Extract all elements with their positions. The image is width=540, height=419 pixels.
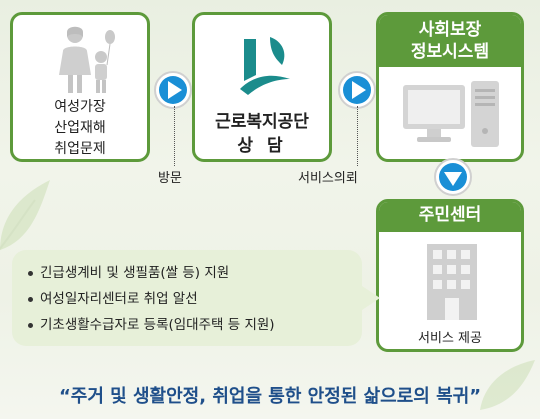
visit-label: 방문 — [158, 171, 182, 186]
social-system-title-line: 정보시스템 — [410, 42, 490, 62]
kcomwel-logo-icon — [240, 37, 290, 95]
leaf-decoration-icon — [480, 360, 535, 410]
service-item: 여성일자리센터로 취업 알선 — [28, 286, 362, 312]
social-system-title-line: 사회보장 — [418, 20, 482, 40]
person-card: 여성가장 산업재해 취업문제 — [10, 12, 150, 162]
community-center-title: 주민센터 — [379, 202, 521, 232]
arrow-down-icon — [434, 158, 472, 196]
kcomwel-card: 근로복지공단 상 담 — [192, 12, 332, 162]
service-item: 기초생활수급자로 등록(임대주택 등 지원) — [28, 312, 362, 338]
person-issue-line: 산업재해 — [54, 120, 106, 136]
service-provision-label: 서비스 제공 — [418, 331, 482, 346]
services-callout: 긴급생계비 및 생필품(쌀 등) 지원 여성일자리센터로 취업 알선 기초생활수… — [12, 250, 380, 346]
kcomwel-name: 근로복지공단 — [215, 112, 309, 132]
connector-line — [357, 106, 358, 166]
community-center-card: 주민센터 서비스 제공 — [376, 199, 524, 352]
arrow-right-icon — [338, 71, 376, 109]
slogan: “주거 및 생활안정, 취업을 통한 안정된 삶으로의 복귀” — [58, 386, 482, 407]
leaf-decoration-icon — [0, 180, 50, 251]
service-request-label: 서비스의뢰 — [298, 171, 358, 186]
person-issue-line: 취업문제 — [54, 141, 106, 157]
building-icon — [427, 244, 477, 320]
person-issue-line: 여성가장 — [54, 99, 106, 115]
social-system-title: 사회보장 정보시스템 — [379, 15, 521, 67]
social-security-system-card: 사회보장 정보시스템 — [376, 12, 524, 162]
services-list: 긴급생계비 및 생필품(쌀 등) 지원 여성일자리센터로 취업 알선 기초생활수… — [12, 250, 362, 338]
arrow-right-icon — [154, 71, 192, 109]
connector-line — [174, 106, 175, 166]
consultation-label: 상 담 — [237, 136, 287, 156]
mother-child-icon — [59, 26, 115, 93]
service-item: 긴급생계비 및 생필품(쌀 등) 지원 — [28, 260, 362, 286]
computer-icon — [403, 81, 499, 147]
person-issues: 여성가장 산업재해 취업문제 — [13, 97, 147, 159]
